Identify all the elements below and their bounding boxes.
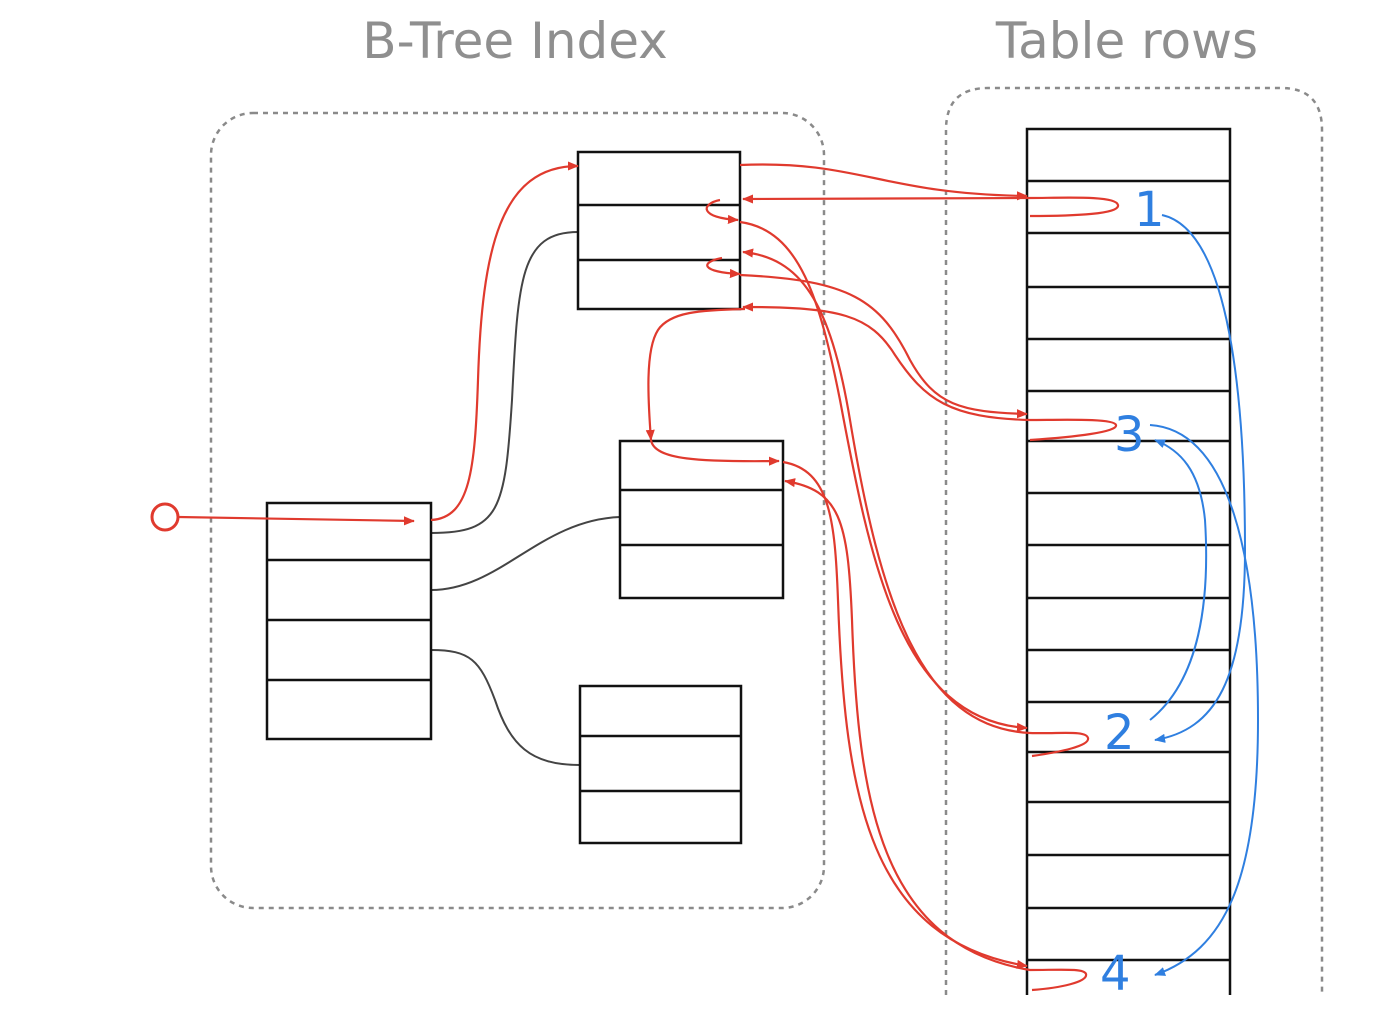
index-title: B-Tree Index — [362, 12, 667, 70]
child-node-top — [576, 150, 742, 311]
row-label-1: 1 — [1134, 182, 1165, 238]
index-group-border — [209, 111, 826, 910]
child-node-bottom — [578, 684, 743, 845]
table-group-border — [944, 86, 1324, 995]
row-label-3: 3 — [1114, 407, 1145, 463]
row-label-4: 4 — [1100, 946, 1131, 1002]
row-order-path — [1149, 214, 1260, 976]
row-label-2: 2 — [1104, 705, 1135, 761]
table-rows — [1025, 127, 1232, 995]
child-node-middle — [618, 439, 785, 600]
root-node — [265, 501, 433, 741]
traversal-path — [150, 161, 1120, 992]
start-point — [150, 502, 180, 532]
node-links — [430, 231, 621, 766]
table-title: Table rows — [995, 12, 1258, 70]
